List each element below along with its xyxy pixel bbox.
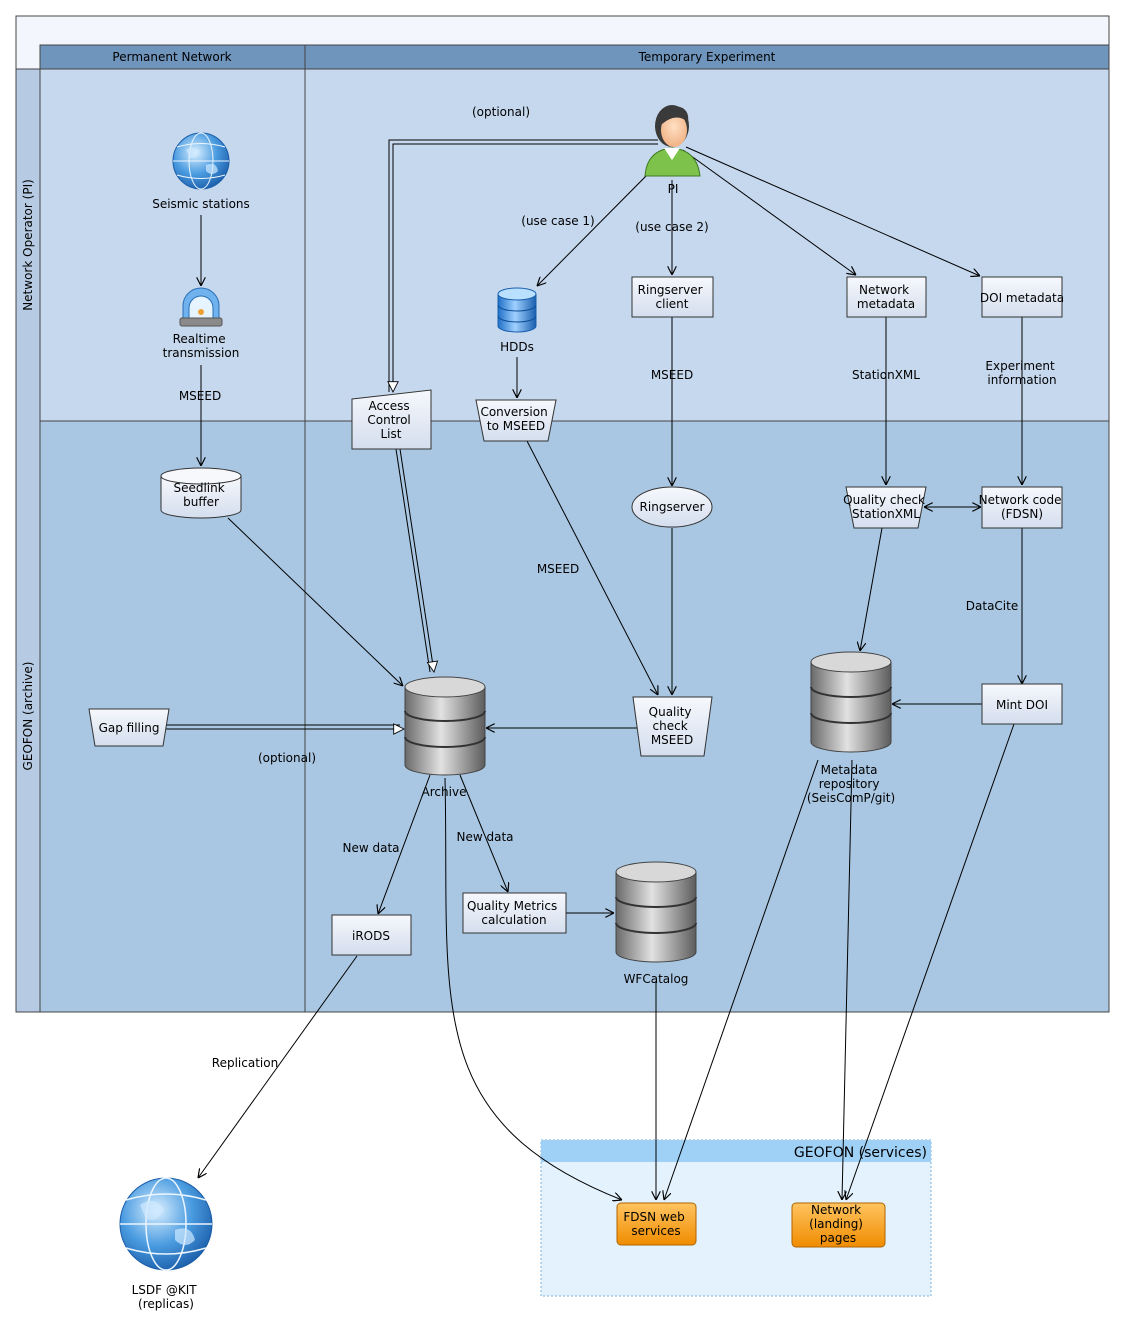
realtime-transmission-node[interactable]: Realtime transmission bbox=[163, 287, 240, 360]
gap-filling-node[interactable]: Gap filling bbox=[88, 708, 170, 747]
hdds-label: HDDs bbox=[500, 340, 534, 354]
mint-doi-label: Mint DOI bbox=[996, 698, 1048, 712]
ringserver-client-label: Ringserver client bbox=[638, 283, 707, 311]
metadata-repository-node[interactable]: Metadata repository (SeisComP/git) bbox=[807, 651, 895, 805]
conversion-label: Conversion to MSEED bbox=[480, 405, 551, 433]
column-header-band bbox=[39, 44, 1110, 70]
lane-geofon-bg bbox=[15, 420, 1110, 1013]
database-icon bbox=[497, 287, 537, 333]
ringserver-node[interactable]: Ringserver bbox=[631, 486, 713, 528]
row-operator-header: Network Operator (PI) bbox=[21, 179, 35, 311]
pi-node[interactable]: PI bbox=[644, 105, 701, 196]
label-datacite: DataCite bbox=[966, 599, 1018, 613]
realtime-label: Realtime transmission bbox=[163, 332, 240, 360]
label-use-case-2: (use case 2) bbox=[635, 220, 708, 234]
conversion-node[interactable]: Conversion to MSEED bbox=[475, 399, 557, 442]
row-geofon-header: GEOFON (archive) bbox=[21, 662, 35, 771]
fdsn-label: FDSN web services bbox=[623, 1210, 688, 1238]
label-mseed-ringserver: MSEED bbox=[651, 368, 693, 382]
network-metadata-label: Network metadata bbox=[857, 283, 915, 311]
seismic-stations-node[interactable]: Seismic stations bbox=[152, 132, 250, 211]
label-mseed-conversion: MSEED bbox=[537, 562, 579, 576]
globe-icon bbox=[119, 1177, 213, 1271]
lane-operator-bg bbox=[15, 68, 1110, 422]
network-code-node[interactable]: Network code (FDSN) bbox=[979, 486, 1066, 529]
metadata-repo-label: Metadata repository (SeisComP/git) bbox=[807, 763, 895, 805]
acl-label: Access Control List bbox=[367, 399, 414, 441]
services-area: GEOFON (services) bbox=[540, 1139, 932, 1297]
seedlink-label: Seedlink buffer bbox=[173, 481, 228, 509]
gap-filling-label: Gap filling bbox=[99, 721, 160, 735]
pool: Permanent Network Temporary Experiment N… bbox=[15, 15, 1110, 1013]
label-use-case-1: (use case 1) bbox=[521, 214, 594, 228]
network-landing-pages-node[interactable]: Network (landing) pages bbox=[791, 1202, 886, 1248]
pi-label: PI bbox=[668, 182, 679, 196]
edges bbox=[164, 139, 1022, 1200]
qc-mseed-label: Quality check MSEED bbox=[649, 705, 696, 747]
services-title: GEOFON (services) bbox=[794, 1145, 927, 1161]
label-mseed-realtime: MSEED bbox=[179, 389, 221, 403]
fdsn-web-services-node[interactable]: FDSN web services bbox=[616, 1202, 697, 1246]
quality-metrics-label: Quality Metrics calculation bbox=[467, 899, 561, 927]
database-icon bbox=[404, 676, 486, 776]
quality-metrics-node[interactable]: Quality Metrics calculation bbox=[462, 892, 567, 934]
edge-labels: MSEED (optional) (use case 1) (use case … bbox=[179, 105, 1058, 1070]
network-metadata-node[interactable]: Network metadata bbox=[846, 276, 927, 318]
landing-label: Network (landing) pages bbox=[809, 1203, 867, 1245]
ringserver-client-node[interactable]: Ringserver client bbox=[631, 276, 714, 318]
label-optional-gap: (optional) bbox=[258, 751, 316, 765]
lsdf-label: LSDF @KIT (replicas) bbox=[132, 1283, 201, 1311]
seedlink-buffer-node[interactable]: Seedlink buffer bbox=[160, 467, 242, 519]
qc-mseed-node[interactable]: Quality check MSEED bbox=[632, 696, 713, 757]
label-stationxml: StationXML bbox=[852, 368, 920, 382]
doi-metadata-node[interactable]: DOI metadata bbox=[980, 276, 1064, 318]
label-optional-acl: (optional) bbox=[472, 105, 530, 119]
qc-stationxml-label: Quality check StationXML bbox=[843, 493, 929, 521]
doi-metadata-label: DOI metadata bbox=[980, 291, 1064, 305]
network-code-label: Network code (FDSN) bbox=[979, 493, 1066, 521]
wfcatalog-node[interactable]: WFCatalog bbox=[615, 861, 697, 986]
mint-doi-node[interactable]: Mint DOI bbox=[981, 683, 1063, 725]
person-icon bbox=[644, 105, 701, 177]
wfcatalog-label: WFCatalog bbox=[624, 972, 689, 986]
label-experiment-info: Experiment information bbox=[985, 359, 1058, 387]
archive-node[interactable]: Archive bbox=[404, 676, 486, 799]
database-icon bbox=[810, 651, 892, 753]
archive-label: Archive bbox=[422, 785, 467, 799]
hdds-node[interactable]: HDDs bbox=[497, 287, 537, 354]
label-new-data-irods: New data bbox=[342, 841, 399, 855]
irods-node[interactable]: iRODS bbox=[331, 914, 412, 956]
globe-icon bbox=[172, 132, 230, 190]
qc-stationxml-node[interactable]: Quality check StationXML bbox=[843, 486, 929, 529]
irods-label: iRODS bbox=[352, 929, 390, 943]
database-icon bbox=[615, 861, 697, 963]
label-replication: Replication bbox=[212, 1056, 278, 1070]
transmitter-icon bbox=[179, 287, 223, 327]
ringserver-label: Ringserver bbox=[640, 500, 705, 514]
col-temporary-header: Temporary Experiment bbox=[638, 50, 776, 64]
label-new-data-qm: New data bbox=[456, 830, 513, 844]
seismic-stations-label: Seismic stations bbox=[152, 197, 250, 211]
lsdf-node[interactable]: LSDF @KIT (replicas) bbox=[119, 1177, 213, 1311]
col-permanent-header: Permanent Network bbox=[112, 50, 231, 64]
access-control-list-node[interactable]: Access Control List bbox=[351, 389, 432, 450]
